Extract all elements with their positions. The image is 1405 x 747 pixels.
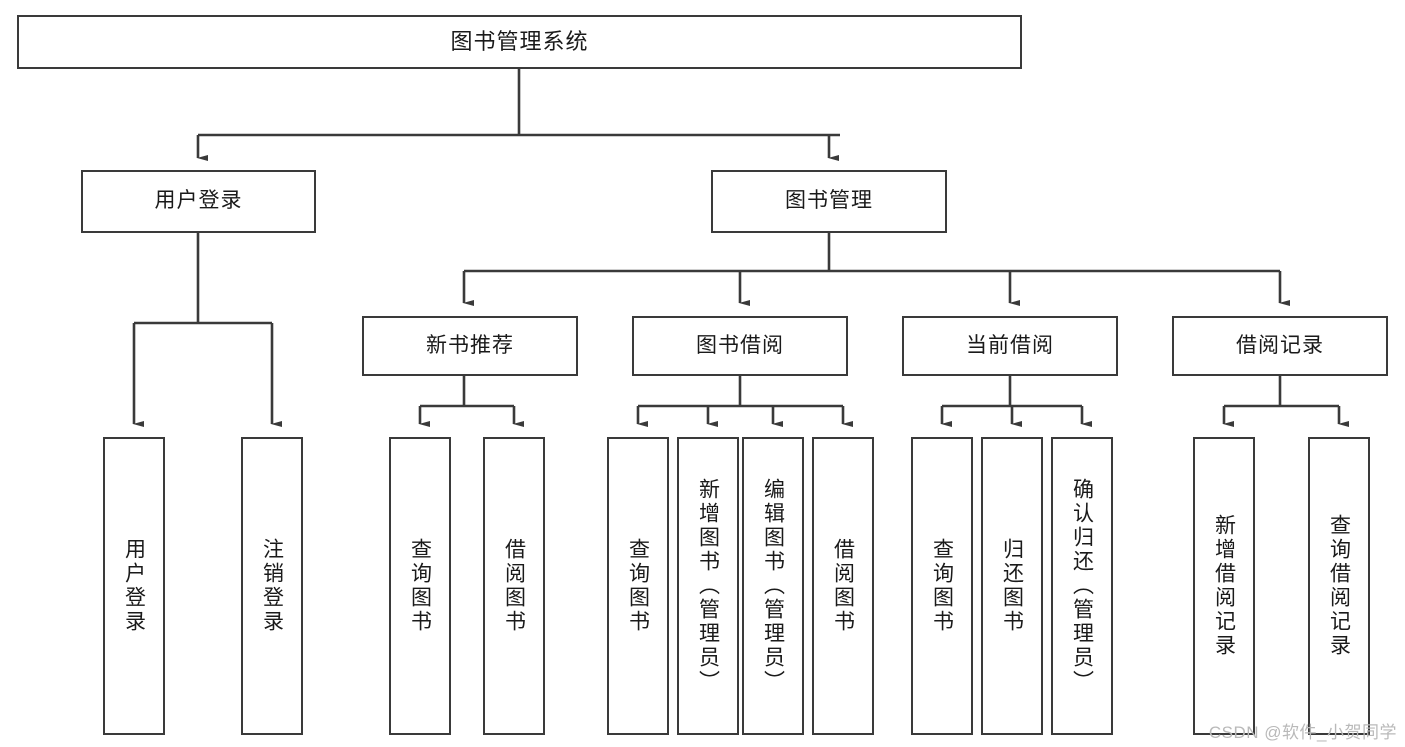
node-new-book-rec-label: 新书推荐: [426, 333, 514, 357]
node-user-login-label: 用户登录: [154, 189, 243, 213]
node-book-borrow-label: 图书借阅: [696, 333, 784, 357]
node-leaf-query-book-3-label: 查询图书: [930, 538, 954, 634]
node-new-book-rec[interactable]: 新书推荐: [362, 316, 578, 376]
node-borrow-record[interactable]: 借阅记录: [1172, 316, 1388, 376]
node-leaf-return-book-label: 归还图书: [1000, 538, 1024, 634]
node-leaf-logout-label: 注销登录: [260, 538, 284, 634]
node-leaf-borrow-book-2[interactable]: 借阅图书: [812, 437, 874, 735]
node-leaf-return-book[interactable]: 归还图书: [981, 437, 1043, 735]
node-root[interactable]: 图书管理系统: [17, 15, 1022, 69]
node-current-borrow[interactable]: 当前借阅: [902, 316, 1118, 376]
node-borrow-record-label: 借阅记录: [1236, 333, 1324, 357]
node-current-borrow-label: 当前借阅: [966, 333, 1054, 357]
node-leaf-edit-book-label: 编辑图书（管理员）: [761, 478, 785, 694]
node-leaf-query-record-label: 查询借阅记录: [1327, 514, 1351, 658]
node-leaf-user-login[interactable]: 用户登录: [103, 437, 165, 735]
node-leaf-confirm-return-label: 确认归还（管理员）: [1070, 478, 1094, 694]
node-leaf-add-book[interactable]: 新增图书（管理员）: [677, 437, 739, 735]
node-leaf-logout[interactable]: 注销登录: [241, 437, 303, 735]
node-leaf-query-record[interactable]: 查询借阅记录: [1308, 437, 1370, 735]
node-leaf-add-record[interactable]: 新增借阅记录: [1193, 437, 1255, 735]
node-leaf-query-book-3[interactable]: 查询图书: [911, 437, 973, 735]
node-leaf-user-login-label: 用户登录: [122, 538, 146, 634]
node-user-login[interactable]: 用户登录: [81, 170, 316, 233]
node-book-manage-label: 图书管理: [785, 189, 873, 213]
node-book-borrow[interactable]: 图书借阅: [632, 316, 848, 376]
node-leaf-query-book-2-label: 查询图书: [626, 538, 650, 634]
node-leaf-query-book-1-label: 查询图书: [408, 538, 432, 634]
node-leaf-confirm-return[interactable]: 确认归还（管理员）: [1051, 437, 1113, 735]
node-leaf-query-book-1[interactable]: 查询图书: [389, 437, 451, 735]
node-leaf-add-book-label: 新增图书（管理员）: [696, 478, 720, 694]
node-leaf-borrow-book-2-label: 借阅图书: [831, 538, 855, 634]
node-book-manage[interactable]: 图书管理: [711, 170, 947, 233]
node-leaf-query-book-2[interactable]: 查询图书: [607, 437, 669, 735]
node-leaf-borrow-book-1-label: 借阅图书: [502, 538, 526, 634]
node-root-label: 图书管理系统: [450, 29, 589, 55]
node-leaf-add-record-label: 新增借阅记录: [1212, 514, 1236, 658]
node-leaf-borrow-book-1[interactable]: 借阅图书: [483, 437, 545, 735]
node-leaf-edit-book[interactable]: 编辑图书（管理员）: [742, 437, 804, 735]
